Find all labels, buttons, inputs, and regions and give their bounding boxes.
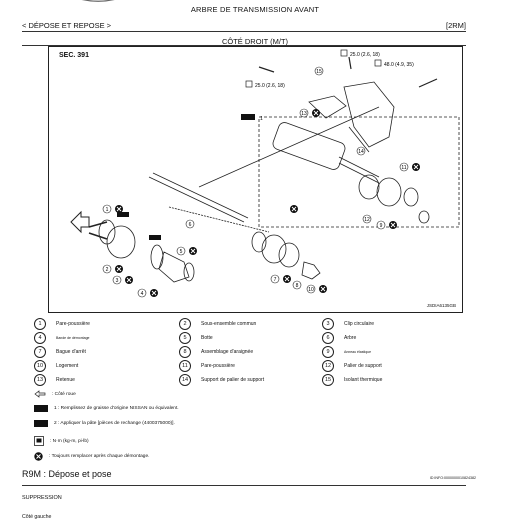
callout-11: 11 bbox=[399, 162, 409, 172]
grease-icon bbox=[34, 420, 48, 427]
grease-label: 1 bbox=[260, 116, 263, 122]
torque-1: 25.0 (2.6, 18) bbox=[340, 49, 380, 58]
replace-markers bbox=[115, 109, 420, 297]
shaft-line-upper bbox=[198, 106, 380, 188]
drive-code: [2RM] bbox=[445, 21, 466, 30]
grease-icon bbox=[34, 405, 48, 412]
legend-grease-1: 1 : Remplissez de graisse d'origine NISS… bbox=[34, 405, 179, 412]
svg-text:14: 14 bbox=[358, 149, 364, 155]
legend-torque: : N·m (kg-m, pi-lb) bbox=[34, 436, 89, 446]
callout-2: 2 bbox=[102, 264, 112, 274]
callout-6: 6 bbox=[185, 219, 195, 229]
callout-12: 12 bbox=[362, 214, 372, 224]
torque-wrench-icon bbox=[34, 436, 44, 446]
torque-2: 48.0 (4.9, 35) bbox=[374, 59, 414, 68]
support-box bbox=[258, 116, 460, 228]
section-label: < DÉPOSE ET REPOSE > bbox=[22, 21, 112, 30]
spider-assembly bbox=[301, 261, 321, 280]
svg-text:5: 5 bbox=[180, 249, 183, 255]
svg-text:10: 10 bbox=[308, 287, 314, 293]
svg-text:9: 9 bbox=[380, 223, 383, 229]
callout-9: 9 bbox=[376, 220, 386, 230]
support-bracket bbox=[343, 81, 395, 148]
subsection-title: R9M : Dépose et pose bbox=[22, 469, 112, 479]
replace-always-icon bbox=[34, 452, 43, 461]
left-side-heading: Côté gauche bbox=[22, 514, 52, 520]
legend-grease-2: 2 : Appliquer la pâte [pièces de rechang… bbox=[34, 420, 175, 427]
callout-10: 10 bbox=[306, 284, 316, 294]
svg-text:25.0 (2.6, 18): 25.0 (2.6, 18) bbox=[255, 83, 285, 89]
shaft-long bbox=[148, 176, 245, 223]
bearing-b bbox=[376, 177, 402, 207]
bearing-a bbox=[358, 174, 380, 200]
outer-joint bbox=[106, 225, 136, 259]
grease-symbols bbox=[117, 114, 255, 240]
housing bbox=[272, 122, 346, 170]
svg-text:12: 12 bbox=[364, 217, 370, 223]
svg-text:2: 2 bbox=[106, 267, 109, 273]
boot-left bbox=[158, 251, 190, 283]
document-title: ARBRE DE TRANSMISSION AVANT bbox=[190, 5, 320, 14]
legend-wheel-side: : Côté roue bbox=[34, 390, 76, 398]
figure-section-label: SEC. 391 bbox=[59, 52, 89, 59]
callout-13: 13 bbox=[299, 108, 309, 118]
divider bbox=[22, 485, 466, 486]
figure-id: JSDIA6135GB bbox=[426, 303, 456, 308]
divider bbox=[22, 45, 466, 46]
legend-replace: : Toujours remplacer après chaque démont… bbox=[34, 452, 149, 461]
truncated-header-text bbox=[81, 0, 115, 2]
svg-text:1: 1 bbox=[106, 207, 109, 213]
svg-text:7: 7 bbox=[274, 277, 277, 283]
callout-5: 5 bbox=[176, 246, 186, 256]
callout-8: 8 bbox=[292, 280, 302, 290]
svg-text:8: 8 bbox=[296, 283, 299, 289]
callout-1: 1 bbox=[102, 204, 112, 214]
svg-text:25.0 (2.6, 18): 25.0 (2.6, 18) bbox=[350, 52, 380, 58]
view-title: CÔTÉ DROIT (M/T) bbox=[221, 37, 289, 46]
heat-insulator bbox=[308, 95, 347, 119]
svg-text:11: 11 bbox=[401, 165, 406, 171]
drive-shaft-exploded-diagram: 1 2 3 4 5 6 7 8 9 10 11 12 13 14 15 bbox=[70, 49, 460, 298]
callout-14: 14 bbox=[356, 146, 366, 156]
callout-3: 3 bbox=[112, 275, 122, 285]
svg-text:4: 4 bbox=[141, 291, 144, 297]
exploded-view-figure: SEC. 391 JSDIA6135GB bbox=[48, 46, 463, 313]
divider bbox=[22, 31, 466, 32]
wheel-side-arrow-icon bbox=[34, 390, 46, 398]
svg-text:15: 15 bbox=[316, 69, 322, 75]
callout-7: 7 bbox=[270, 274, 280, 284]
svg-text:13: 13 bbox=[301, 111, 307, 117]
suppression-heading: SUPPRESSION bbox=[22, 495, 62, 501]
svg-text:6: 6 bbox=[189, 222, 192, 228]
callout-4: 4 bbox=[137, 288, 147, 298]
torque-3: 25.0 (2.6, 18) bbox=[245, 80, 285, 89]
svg-text:48.0 (4.9, 35): 48.0 (4.9, 35) bbox=[384, 62, 414, 68]
callout-15: 15 bbox=[314, 66, 324, 76]
info-id: ID INFO:0000000010824382 bbox=[429, 476, 476, 480]
svg-text:3: 3 bbox=[116, 278, 119, 284]
